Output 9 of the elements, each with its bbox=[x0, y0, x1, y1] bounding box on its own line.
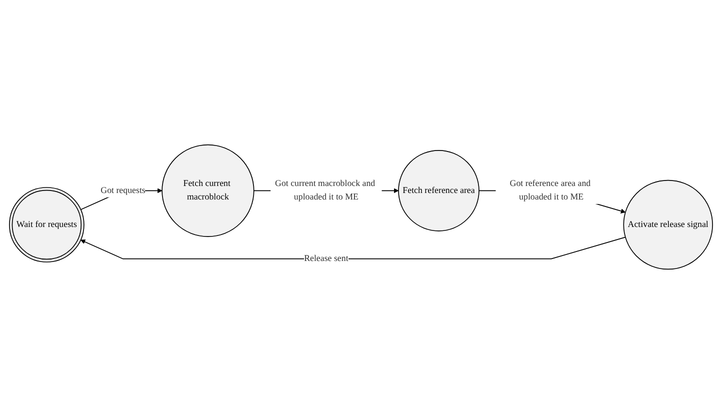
node-circle: Wait for requests bbox=[9, 187, 84, 262]
edge-label: Release sent bbox=[304, 254, 348, 264]
node-circle: Fetch current macroblock bbox=[162, 144, 254, 237]
edge-label: Got current macroblock and uploaded it to ME bbox=[275, 179, 376, 202]
node-circle: Fetch reference area bbox=[398, 150, 480, 232]
node-circle: Activate release signal bbox=[623, 180, 713, 270]
edge-label: Got reference area and uploaded it to ME bbox=[510, 179, 591, 202]
edge-label: Got requests bbox=[100, 186, 146, 196]
arrow bbox=[80, 236, 626, 260]
